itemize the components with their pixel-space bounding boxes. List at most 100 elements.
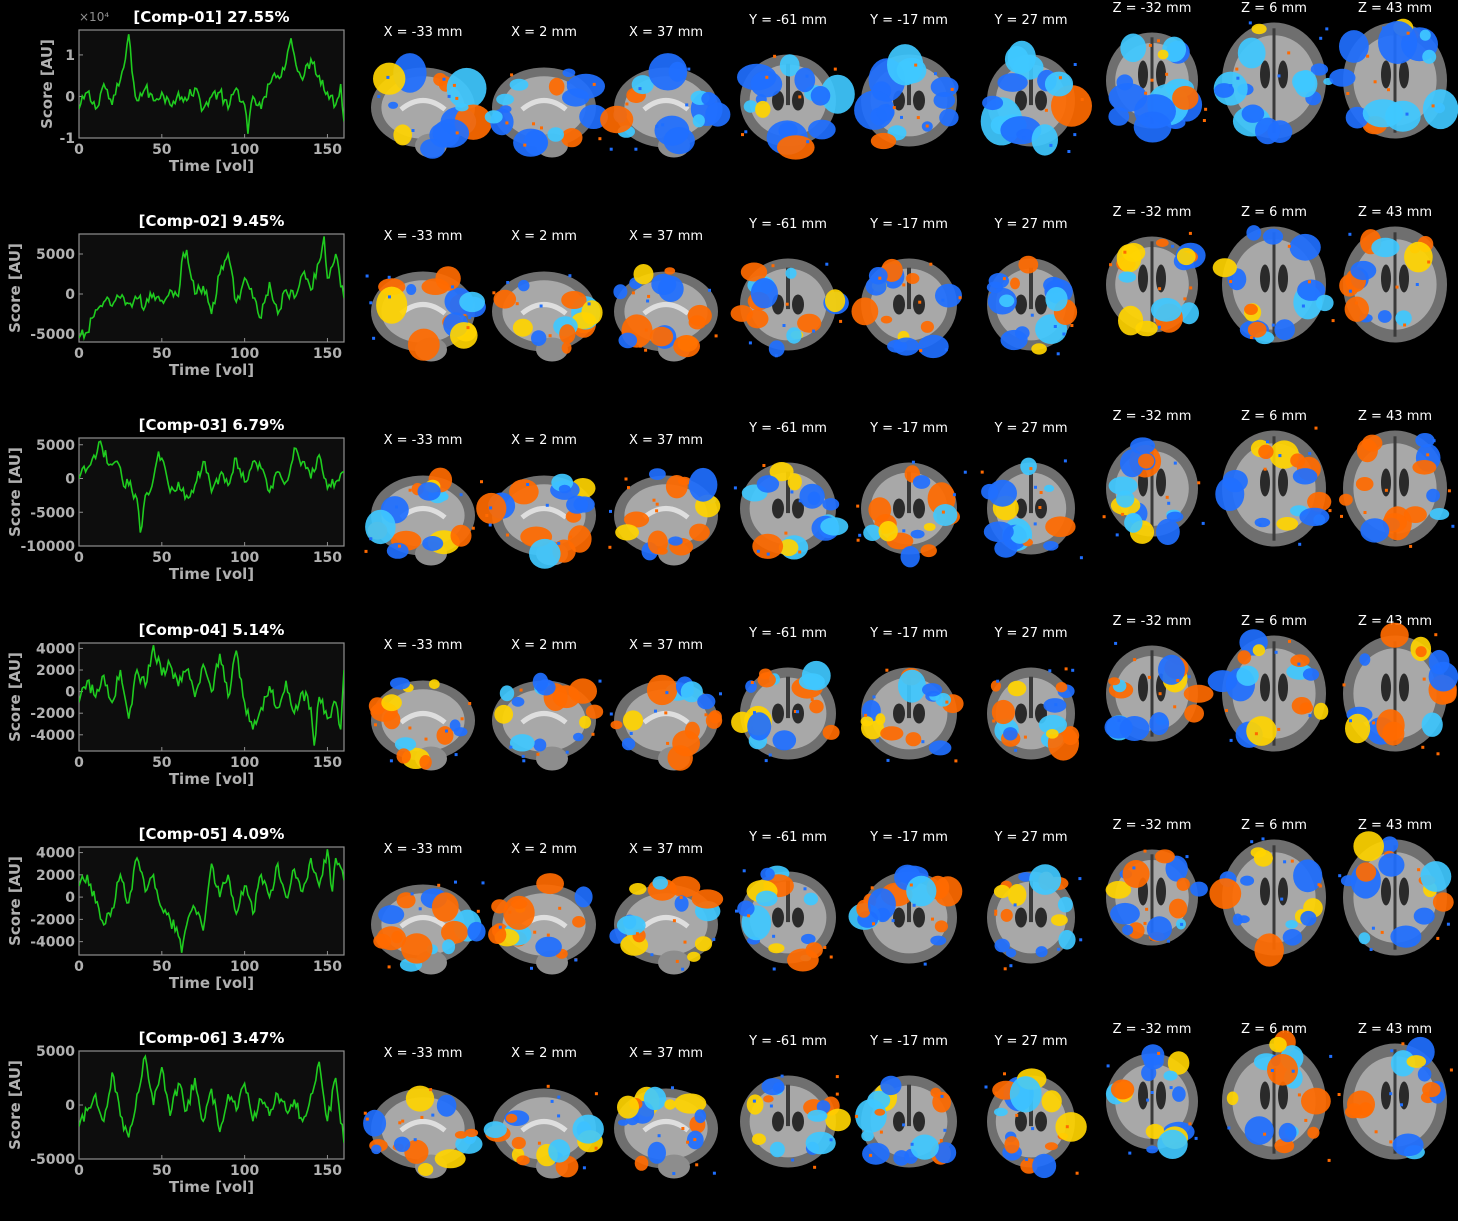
ventricle [893, 907, 905, 928]
sagittal-brain-slice [484, 67, 608, 158]
positive-activation [708, 709, 722, 724]
slice-label: Z = -32 mm [1112, 817, 1192, 833]
activation-voxel [629, 731, 633, 735]
activation-voxel [510, 73, 514, 77]
activation-voxel [540, 126, 543, 130]
activation-voxel [1115, 533, 1119, 537]
positive-activation [1212, 258, 1237, 278]
activation-voxel [471, 527, 475, 531]
activation-voxel [1197, 481, 1201, 485]
negative-activation [1422, 89, 1458, 130]
negative-activation [1274, 319, 1295, 341]
activation-voxel [902, 529, 906, 533]
activation-voxel [557, 1095, 561, 1099]
activation-voxel [546, 1084, 550, 1088]
negative-activation [1149, 711, 1170, 735]
negative-activation [613, 284, 628, 300]
ventricle [893, 294, 905, 315]
negative-activation [1395, 310, 1412, 327]
activation-voxel [1158, 691, 1162, 695]
negative-activation [1392, 1133, 1424, 1157]
positive-activation [880, 725, 904, 741]
activation-voxel [505, 121, 509, 125]
activation-voxel [784, 531, 788, 535]
ventricle [1138, 264, 1148, 293]
activation-voxel [1298, 543, 1302, 547]
activation-voxel [489, 506, 493, 510]
activation-voxel [1167, 502, 1171, 506]
negative-activation [647, 1141, 666, 1164]
negative-activation [453, 726, 468, 737]
activation-voxel [1447, 489, 1451, 493]
activation-voxel [655, 503, 659, 507]
positive-activation [1172, 85, 1199, 110]
activation-voxel [388, 295, 391, 299]
activation-voxel [466, 326, 470, 330]
negative-activation [692, 114, 705, 128]
activation-voxel [372, 336, 376, 340]
positive-activation [990, 679, 1001, 692]
ventricle [1399, 60, 1409, 89]
axial-brain-slice [1105, 1044, 1198, 1159]
y-tick-label: 0 [65, 1098, 75, 1114]
coronal-brain-slice [987, 666, 1080, 761]
positive-activation [1404, 241, 1433, 273]
y-tick-label: 5000 [36, 247, 75, 263]
ventricle [1399, 1081, 1409, 1110]
activation-voxel [833, 67, 837, 71]
ventricle [1278, 1081, 1288, 1110]
activation-voxel [921, 739, 925, 743]
positive-activation [516, 1155, 530, 1166]
negative-activation [994, 1107, 1008, 1117]
activation-voxel [550, 1099, 554, 1103]
positive-activation [431, 892, 459, 922]
activation-voxel [1431, 104, 1435, 108]
coronal-brain-slice [851, 258, 962, 359]
activation-voxel [1363, 511, 1367, 515]
cerebellum [658, 950, 690, 975]
activation-voxel [733, 486, 737, 490]
positive-activation [777, 135, 815, 160]
slice-label: Y = -61 mm [749, 421, 827, 437]
ventricle [1156, 468, 1166, 497]
activation-voxel [829, 1138, 833, 1142]
negative-activation [807, 1109, 828, 1122]
activation-voxel [515, 302, 519, 306]
y-tick-label: 0 [65, 89, 75, 105]
negative-activation [1020, 457, 1037, 476]
axis-exponent-label: ×10⁴ [79, 10, 109, 24]
activation-voxel [764, 758, 768, 762]
negative-activation [1130, 437, 1156, 455]
midline-fissure [1272, 845, 1276, 950]
negative-activation [1236, 665, 1259, 686]
positive-activation [488, 924, 507, 944]
activation-voxel [1409, 545, 1413, 549]
activation-voxel [410, 892, 414, 896]
activation-voxel [854, 1114, 858, 1118]
negative-activation [768, 340, 785, 358]
x-tick-label: 150 [313, 959, 342, 975]
chart-title: [Comp-03] 6.79% [139, 416, 285, 434]
y-tick-label: -4000 [30, 934, 75, 950]
activation-voxel [681, 967, 685, 971]
positive-activation [419, 754, 432, 770]
ventricle [1278, 264, 1288, 293]
activation-voxel [498, 925, 502, 929]
negative-activation [680, 680, 703, 702]
sagittal-brain-slice [371, 880, 486, 975]
negative-activation [455, 103, 469, 112]
negative-activation [1108, 476, 1138, 496]
activation-voxel [1254, 731, 1258, 735]
positive-activation [757, 671, 776, 688]
negative-activation [1294, 70, 1318, 98]
ventricle [1278, 468, 1288, 497]
negative-activation [1282, 928, 1303, 946]
negative-activation [820, 517, 849, 536]
negative-activation [786, 327, 802, 344]
ventricle [1015, 907, 1027, 928]
coronal-brain-slice [730, 258, 849, 358]
negative-activation [406, 284, 417, 296]
axial-brain-slice [1106, 232, 1206, 337]
negative-activation [1214, 83, 1235, 98]
